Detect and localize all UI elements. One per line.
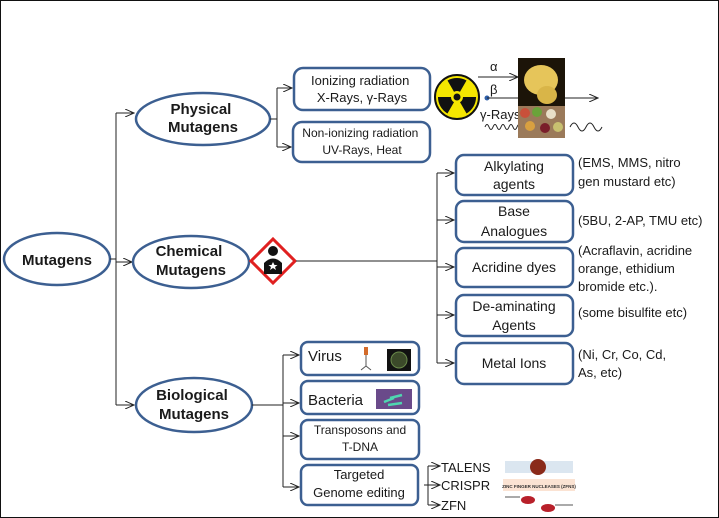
root-node: Mutagens [2,231,112,287]
virus-particle-icon [387,349,411,371]
svg-text:Chemical Mutagens: Chemical Mutagens [156,243,227,279]
non-ionizing-line1: Non-ionizing radiation [302,126,418,140]
root-connectors [110,113,134,405]
biological-connectors [252,355,299,487]
non-ionizing-line2: UV-Rays, Heat [322,143,402,157]
svg-text:(Ni, Cr, Co, Cd,As, etc): (Ni, Cr, Co, Cd,As, etc) [578,347,666,380]
biological-label-line1: Biological [156,387,228,404]
svg-text:(some bisulfite etc): (some bisulfite etc) [578,305,687,320]
non-ionizing-radiation-box: Non-ionizing radiation UV-Rays, Heat [291,120,432,164]
physical-connectors [270,88,292,147]
ionizing-line1: Ionizing radiation [311,73,409,88]
biological-mutagens-node: Biological Mutagens [134,376,254,434]
svg-text:Non-ionizing radiation U: Non-ionizing radiation UV-Rays, Heat [302,126,421,157]
svg-text:Metal Ions: Metal Ions [482,355,547,371]
chemical-connectors [296,173,454,363]
bacteriophage-icon [360,347,372,371]
chemical-label-line2: Mutagens [156,262,226,279]
tool-zfn: ZFN [441,498,466,513]
physical-label-line1: Physical [170,101,231,118]
genome-editing-tools: TALENS CRISPR ZFN [424,460,491,513]
svg-text:Acridine dyes: Acridine dyes [472,259,556,275]
svg-text:(5BU, 2-AP, TMU etc): (5BU, 2-AP, TMU etc) [578,213,703,228]
virus-box: Virus [299,340,421,377]
chemical-mutagens-node: Chemical Mutagens [131,234,251,290]
bacteria-image-icon [376,389,412,409]
radiation-icon [434,74,480,120]
root-label: Mutagens [22,252,92,269]
ionizing-radiation-box: Ionizing radiation X-Rays, γ-Rays [292,66,432,112]
svg-text:Ionizing radiation X-Ray: Ionizing radiation X-Rays, γ-Rays [311,73,413,105]
svg-text:Biological Mutagens: Biological Mutagens [156,387,232,423]
gamma-label: γ-Rays [480,107,521,122]
tool-crispr: CRISPR [441,478,490,493]
irradiated-samples-photo [518,58,565,138]
physical-mutagens-node: Physical Mutagens [134,91,272,147]
health-hazard-icon [248,236,298,286]
beta-label: β [490,82,497,97]
ionizing-line2: X-Rays, γ-Rays [317,90,408,105]
genome-editing-figure: ZINC FINGER NUCLEASES (ZFNS) [502,459,576,512]
zfn-figure-caption: ZINC FINGER NUCLEASES (ZFNS) [502,484,576,489]
metal-ions-box: Metal Ions (Ni, Cr, Co, Cd,As, etc) [454,341,666,386]
biological-label-line2: Mutagens [159,406,229,423]
alpha-label: α [490,59,498,74]
tool-talens: TALENS [441,460,491,475]
physical-label-line2: Mutagens [168,119,238,136]
svg-text:Bacteria: Bacteria [308,392,364,409]
bacteria-box: Bacteria [299,379,421,416]
svg-text:Virus: Virus [308,348,342,365]
chemical-label-line1: Chemical [156,243,223,260]
svg-text:Physical Mutagens: Physical Mutagens [168,101,238,136]
